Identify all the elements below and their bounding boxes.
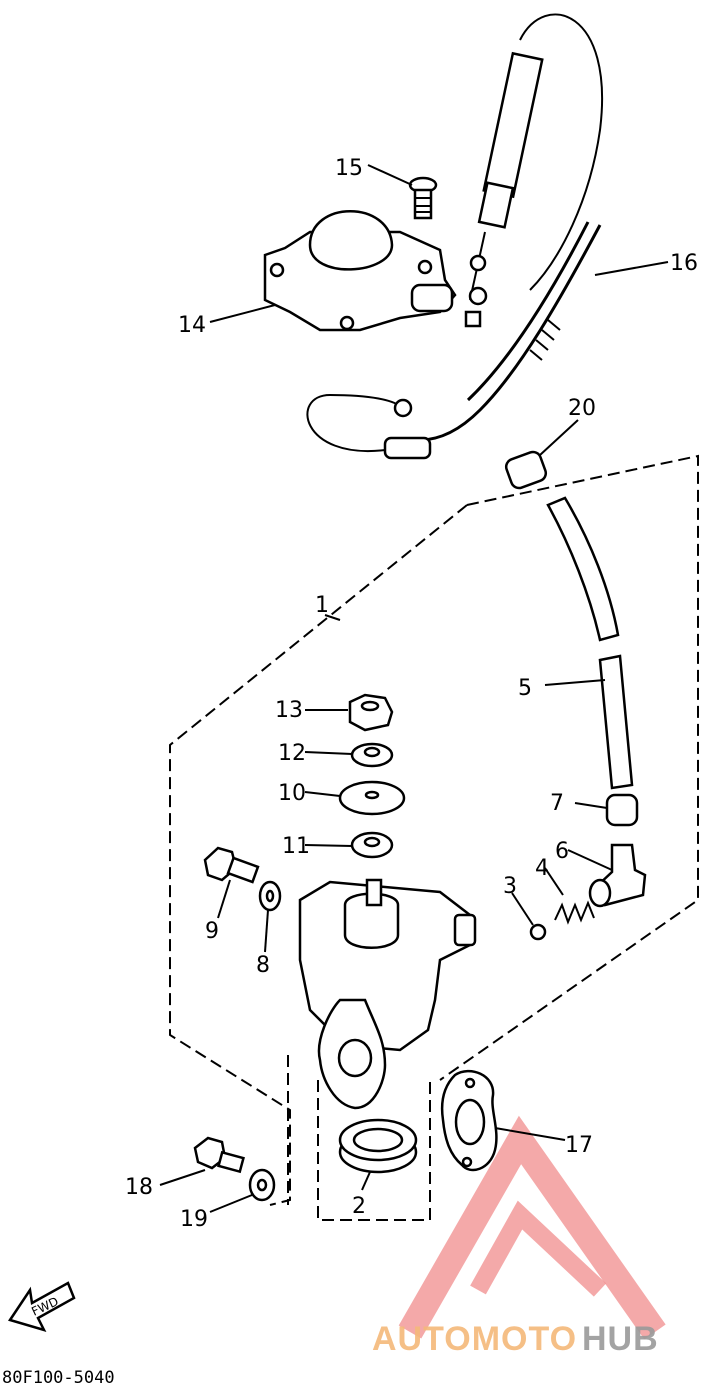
collar-20 [504,450,548,490]
callout-19: 19 [180,1207,208,1232]
callout-11: 11 [282,834,310,859]
callout-14: 14 [178,313,206,338]
automotohub-logo [398,1115,666,1340]
throttle-cable [464,13,603,328]
assembly-boundary [169,454,699,1221]
leader-lines [159,164,669,1213]
watermark-text-orange: AUTOMOTO [372,1320,577,1358]
washer-11 [350,831,394,859]
elbow-6 [588,843,647,908]
callout-18: 18 [125,1175,153,1200]
fuel-hose-5 [546,496,634,790]
seal-2 [338,1118,418,1174]
fuel-pump-body [298,878,477,1110]
nut-13 [348,693,394,732]
callout-9: 9 [205,919,219,944]
screw-15 [408,176,438,220]
washer-19 [248,1168,276,1202]
bolt-9 [203,846,260,884]
callout-17: 17 [565,1133,593,1158]
diagram-code: 80F100-5040 [2,1368,115,1388]
spring-4 [554,900,595,925]
callout-13: 13 [275,698,303,723]
hose-16 [306,221,602,460]
callout-20: 20 [568,396,596,421]
callout-10: 10 [278,781,306,806]
callout-15: 15 [335,156,363,181]
callout-5: 5 [518,676,532,701]
washer-8 [258,880,282,912]
callout-12: 12 [278,741,306,766]
callout-4: 4 [535,856,549,881]
callouts: 15 14 16 20 1 5 13 12 10 7 11 6 4 3 9 8 … [125,156,698,1232]
bolt-18 [193,1136,245,1174]
ball-3 [529,923,547,941]
fwd-arrow: FWD [8,1281,76,1333]
callout-6: 6 [555,839,569,864]
diaphragm-10 [338,780,406,816]
callout-16: 16 [670,251,698,276]
clamp-7 [605,793,639,827]
callout-1: 1 [315,593,329,618]
callout-8: 8 [256,953,270,978]
cover-14 [263,210,457,332]
washer-12 [350,742,394,768]
callout-7: 7 [550,791,564,816]
watermark: AUTOMOTO HUB [372,1320,659,1358]
callout-3: 3 [503,874,517,899]
gasket-17 [440,1069,498,1172]
watermark-text-gray: HUB [582,1320,659,1358]
callout-2: 2 [352,1194,366,1219]
